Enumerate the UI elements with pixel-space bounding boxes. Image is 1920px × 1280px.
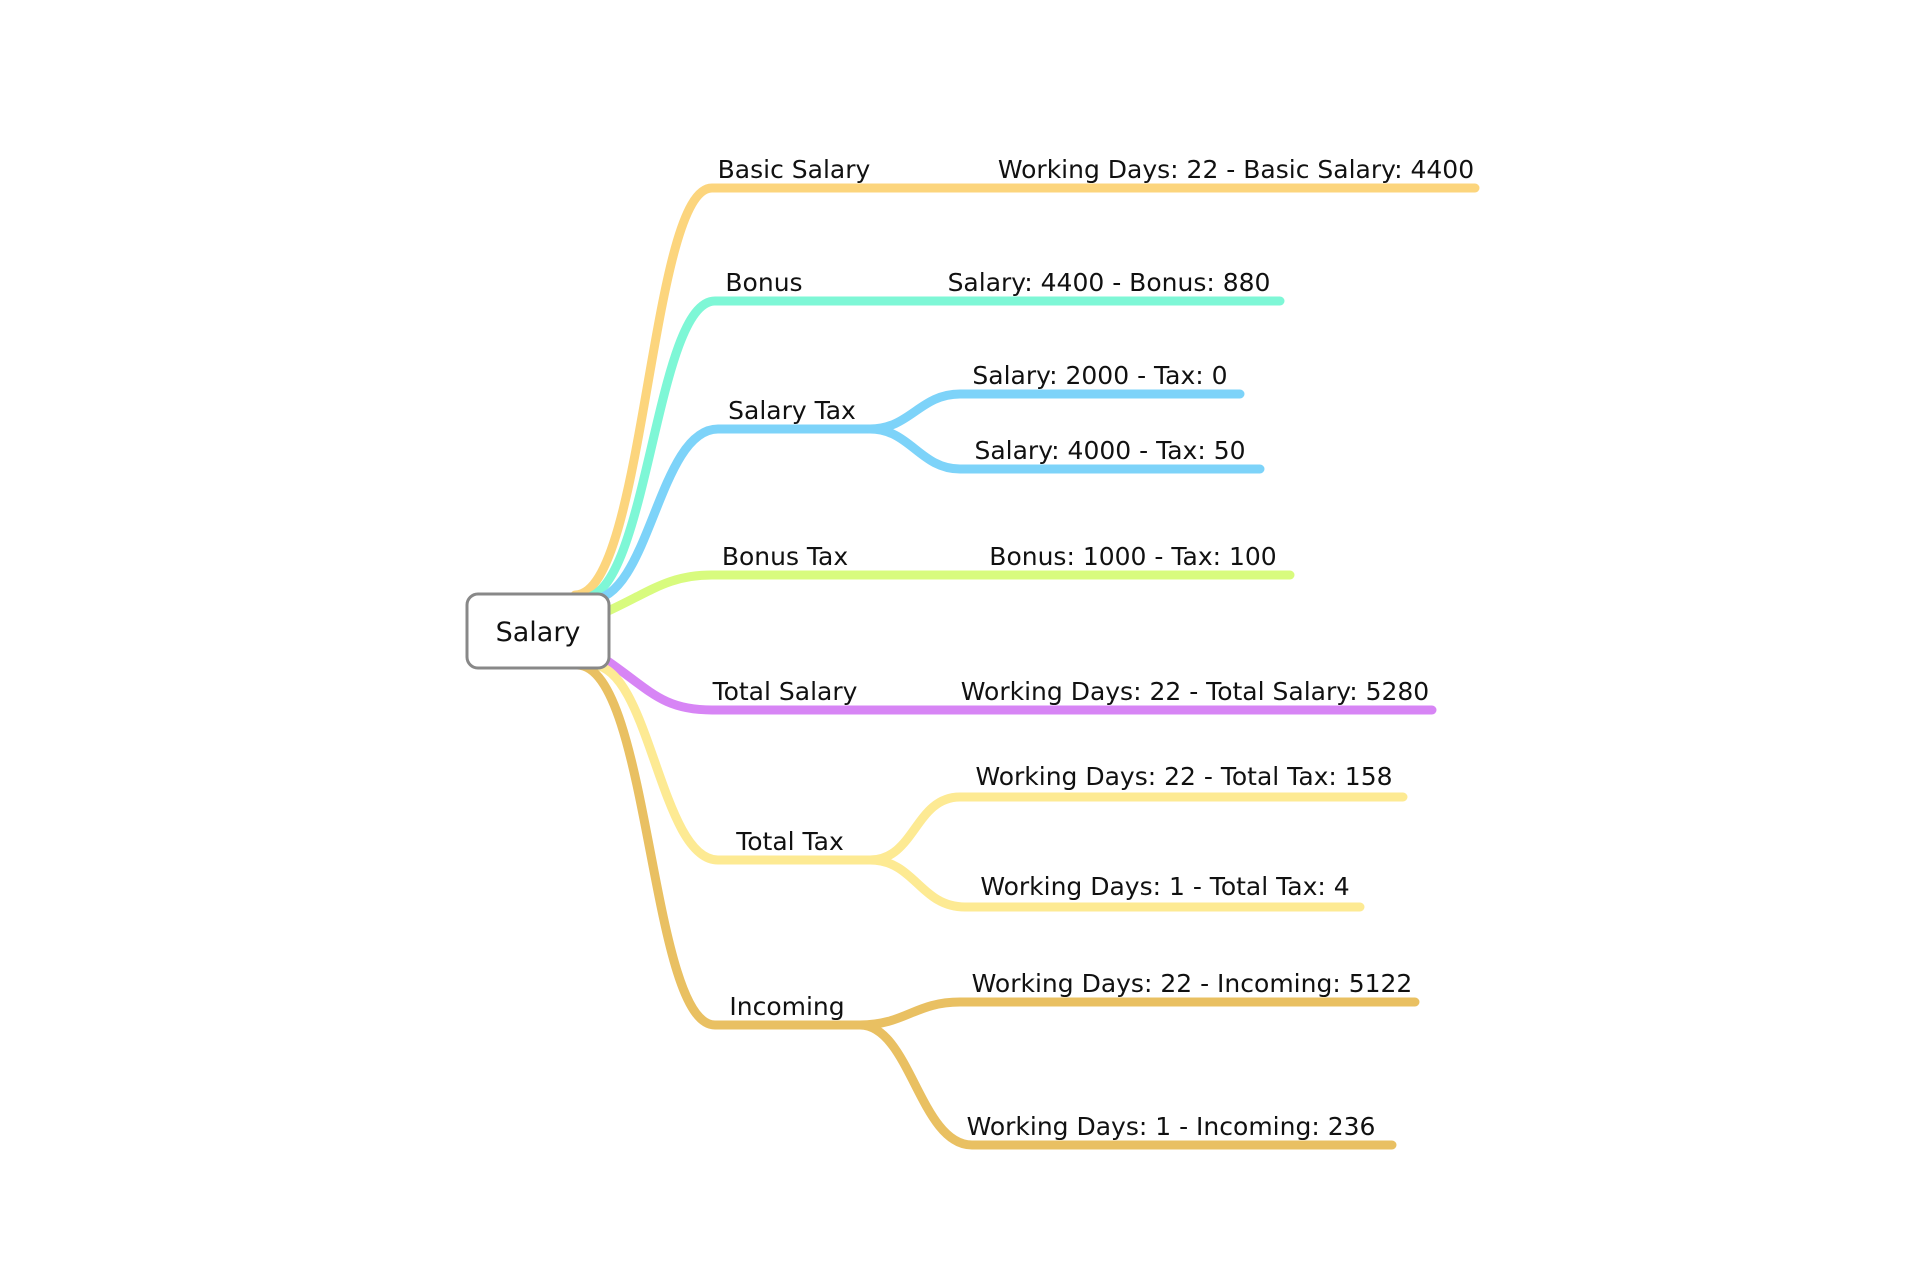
branch-salary-tax xyxy=(585,424,875,605)
branch-label-basic-salary[interactable]: Basic Salary xyxy=(718,155,871,184)
branch-incoming xyxy=(572,660,865,1030)
leaf-label-incoming-1[interactable]: Working Days: 22 - Incoming: 5122 xyxy=(972,969,1413,998)
branch-total-tax-child-2 xyxy=(865,855,1365,912)
branch-label-bonus[interactable]: Bonus xyxy=(725,268,802,297)
leaf-label-salary-tax-1[interactable]: Salary: 2000 - Tax: 0 xyxy=(972,361,1227,390)
root-node-box[interactable] xyxy=(465,592,611,670)
leaf-label-total-salary-1[interactable]: Working Days: 22 - Total Salary: 5280 xyxy=(961,677,1429,706)
branch-label-salary-tax[interactable]: Salary Tax xyxy=(728,396,856,425)
branch-bonus xyxy=(578,296,825,603)
branch-incoming-child-2 xyxy=(855,1020,1397,1150)
branch-salary-tax-child-1 xyxy=(865,389,1245,434)
branch-incoming-child-1 xyxy=(855,997,1420,1030)
branch-label-total-tax[interactable]: Total Tax xyxy=(735,827,844,856)
leaf-label-incoming-2[interactable]: Working Days: 1 - Incoming: 236 xyxy=(967,1112,1376,1141)
branch-total-tax-child-1 xyxy=(865,792,1408,865)
branch-total-salary xyxy=(601,655,870,715)
leaf-label-bonus-1[interactable]: Salary: 4400 - Bonus: 880 xyxy=(948,268,1271,297)
branch-salary-tax-child-2 xyxy=(865,424,1265,474)
branch-label-incoming[interactable]: Incoming xyxy=(729,992,844,1021)
leaf-label-total-tax-2[interactable]: Working Days: 1 - Total Tax: 4 xyxy=(980,872,1349,901)
leaf-label-bonus-tax-1[interactable]: Bonus: 1000 - Tax: 100 xyxy=(989,542,1276,571)
branch-label-bonus-tax[interactable]: Bonus Tax xyxy=(722,542,848,571)
leaf-label-total-tax-1[interactable]: Working Days: 22 - Total Tax: 158 xyxy=(975,762,1392,791)
branch-bonus-tax xyxy=(601,570,863,617)
leaf-label-salary-tax-2[interactable]: Salary: 4000 - Tax: 50 xyxy=(974,436,1245,465)
root-node-label: Salary xyxy=(496,617,581,648)
leaf-label-basic-salary-1[interactable]: Working Days: 22 - Basic Salary: 4400 xyxy=(998,155,1474,184)
branch-total-tax xyxy=(587,660,875,865)
branch-basic-salary xyxy=(570,183,880,600)
branch-label-total-salary[interactable]: Total Salary xyxy=(712,677,858,706)
